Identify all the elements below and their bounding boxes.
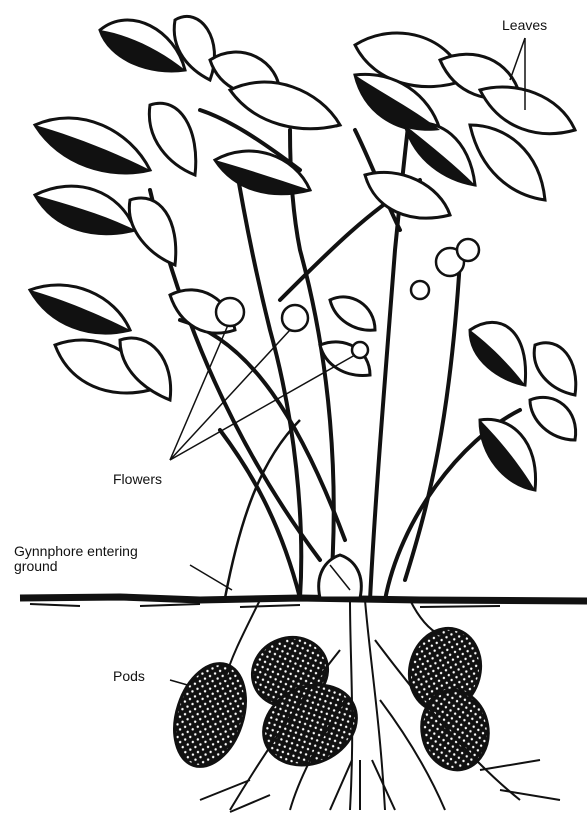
gynophore xyxy=(225,420,300,598)
leaves-label: Leaves xyxy=(502,18,547,33)
crown xyxy=(319,555,362,598)
pods-label: Pods xyxy=(113,669,145,684)
gynophore-label-line1: Gynnphore entering xyxy=(14,544,138,559)
roots xyxy=(200,600,560,812)
pods xyxy=(162,620,494,779)
gynophore-label-line2: ground xyxy=(14,559,138,574)
gynophore-label: Gynnphore entering ground xyxy=(14,544,138,574)
ground-line xyxy=(20,597,587,601)
flowers-label: Flowers xyxy=(113,472,162,487)
